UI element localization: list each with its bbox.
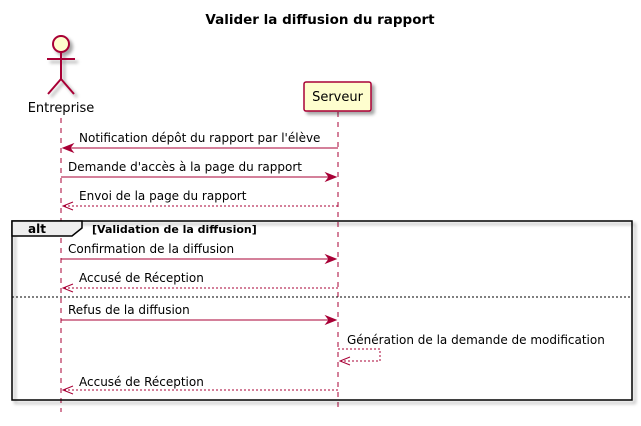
- message-label: Notification dépôt du rapport par l'élèv…: [79, 131, 320, 145]
- message-label: Envoi de la page du rapport: [79, 189, 247, 203]
- alt-fragment-tab: [11, 220, 83, 237]
- arrowhead-open-left-icon: [61, 201, 74, 211]
- arrowhead-right-icon: [324, 253, 338, 265]
- self-message-arrow: [338, 348, 381, 362]
- message-label: Refus de la diffusion: [68, 303, 190, 317]
- participant-label-serveur: Serveur: [312, 90, 364, 105]
- arrowhead-open-left-icon: [61, 385, 74, 395]
- message-label: Génération de la demande de modification: [347, 333, 605, 347]
- message-label: Confirmation de la diffusion: [68, 242, 234, 256]
- message-label: Accusé de Réception: [79, 271, 204, 285]
- arrowhead-open-left-icon: [338, 356, 351, 366]
- alt-fragment-condition: [Validation de la diffusion]: [92, 223, 257, 236]
- arrowhead-open-left-icon: [61, 283, 74, 293]
- arrowhead-right-icon: [324, 171, 338, 183]
- alt-fragment: [11, 220, 633, 401]
- actor-figure-icon: [47, 35, 75, 95]
- message-label: Accusé de Réception: [79, 375, 204, 389]
- message-label: Demande d'accès à la page du rapport: [68, 160, 302, 174]
- arrowhead-right-icon: [324, 314, 338, 326]
- participant-box-serveur: [303, 81, 372, 112]
- actor-label: Entreprise: [28, 101, 95, 116]
- alt-fragment-keyword: alt: [28, 222, 46, 236]
- arrowhead-left-icon: [61, 142, 75, 154]
- diagram-title: Valider la diffusion du rapport: [205, 12, 435, 28]
